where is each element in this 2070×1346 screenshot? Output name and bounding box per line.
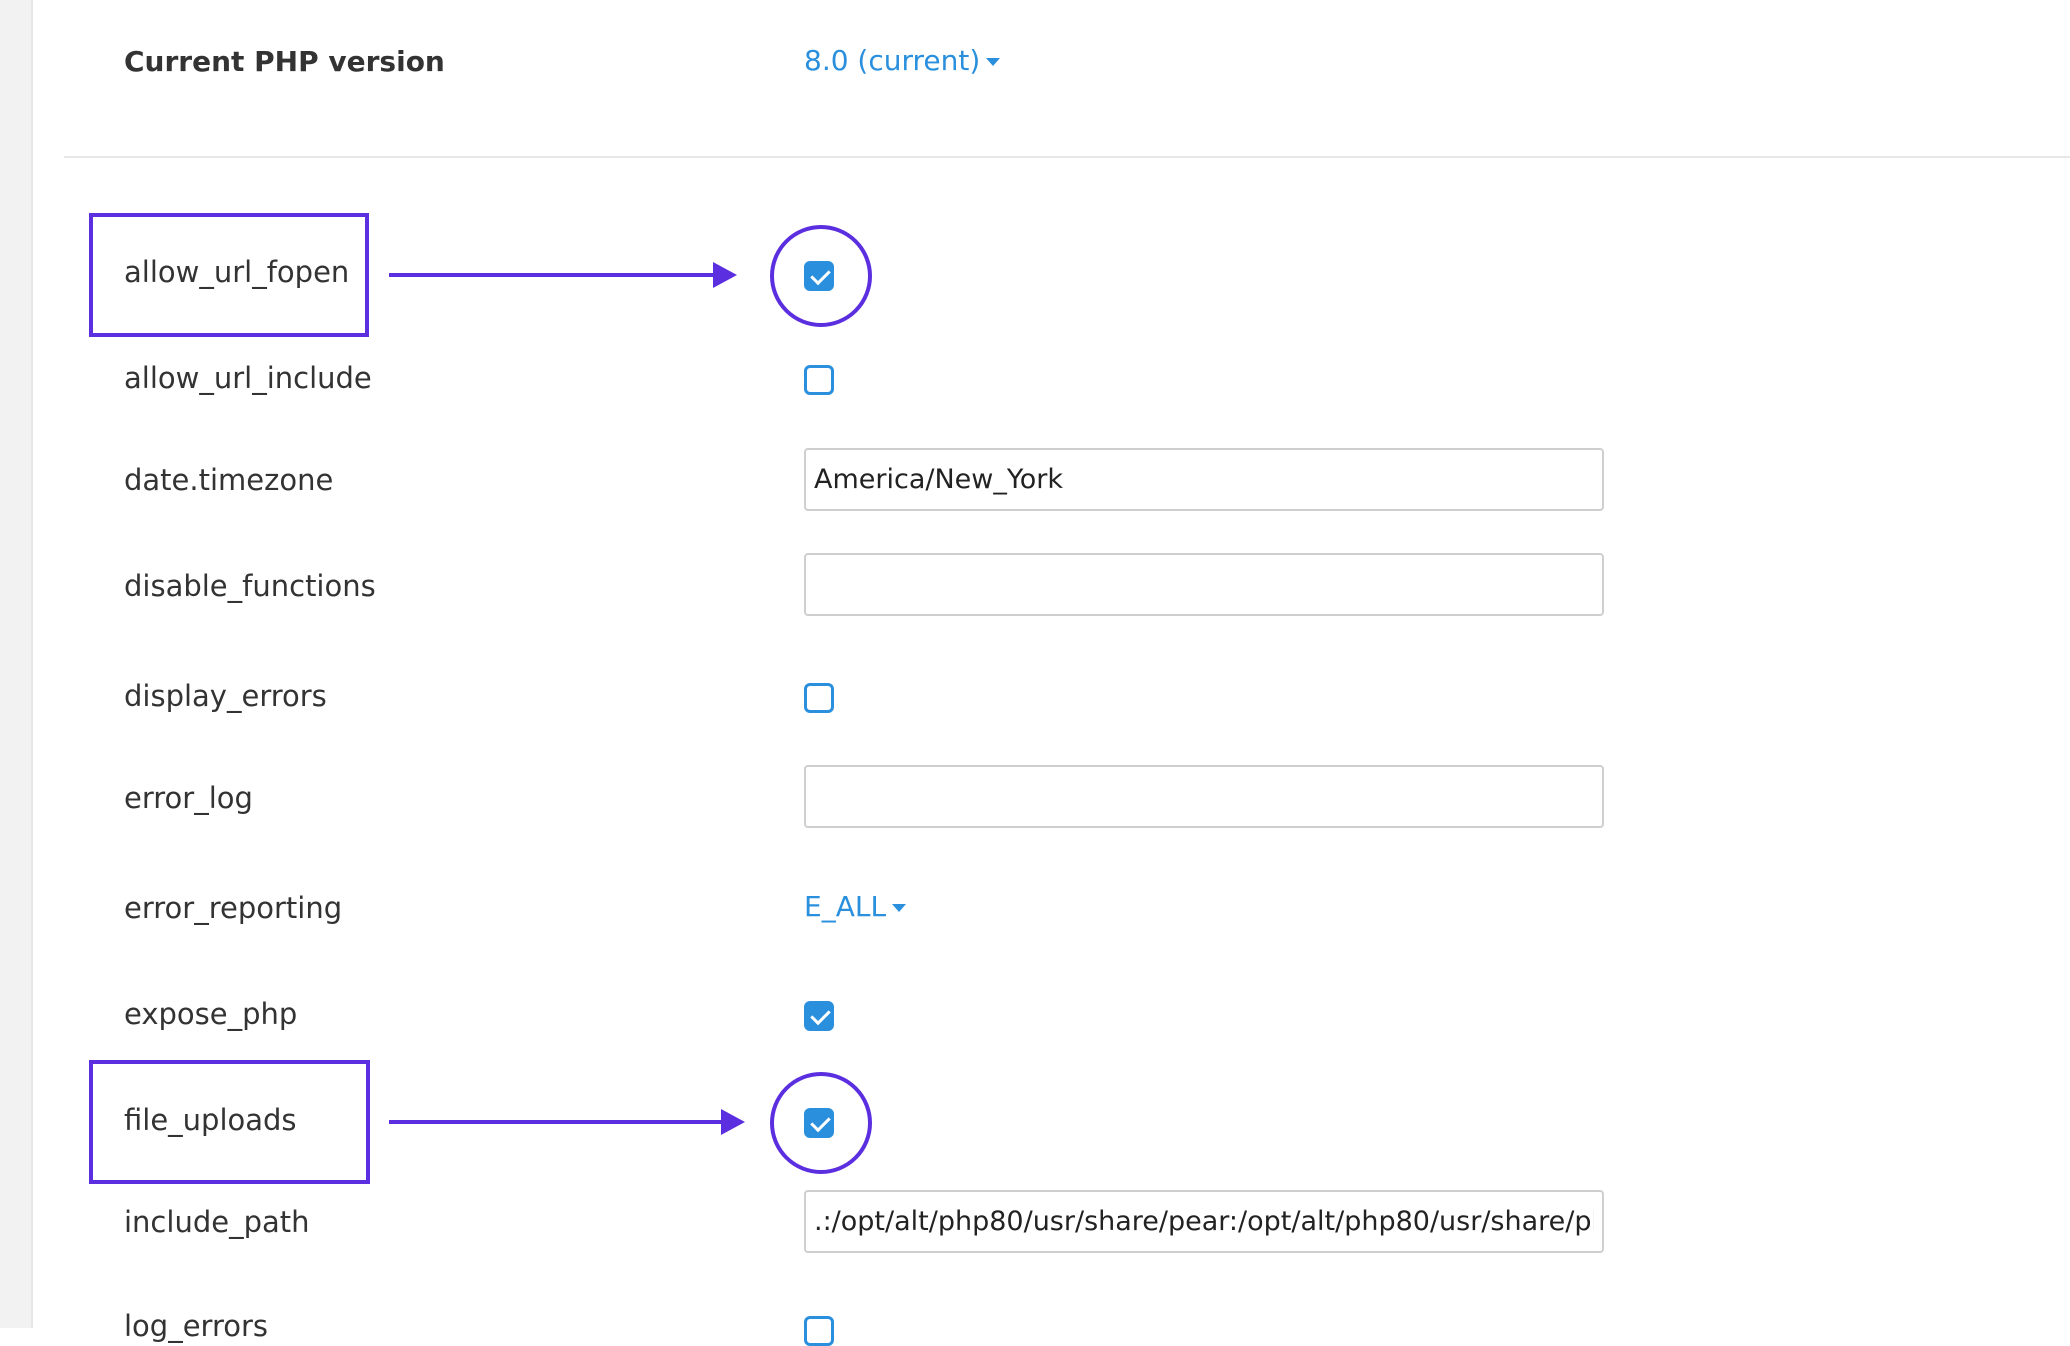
setting-label-display-errors: display_errors xyxy=(124,679,327,713)
log-errors-checkbox[interactable] xyxy=(804,1316,834,1346)
php-version-value: 8.0 (current) xyxy=(804,44,981,77)
highlight-circle-file-uploads xyxy=(770,1072,872,1174)
include-path-input[interactable] xyxy=(804,1190,1604,1253)
setting-label-include-path: include_path xyxy=(124,1205,310,1239)
caret-down-icon xyxy=(986,58,1001,66)
setting-label-allow-url-fopen: allow_url_fopen xyxy=(124,255,350,289)
setting-label-expose-php: expose_php xyxy=(124,997,298,1031)
allow-url-include-checkbox[interactable] xyxy=(804,365,834,395)
disable-functions-input[interactable] xyxy=(804,553,1604,616)
setting-label-date-timezone: date.timezone xyxy=(124,463,334,497)
highlight-circle-allow-url-fopen xyxy=(770,225,872,327)
setting-label-log-errors: log_errors xyxy=(124,1309,269,1343)
expose-php-checkbox[interactable] xyxy=(804,1001,834,1031)
setting-label-file-uploads: file_uploads xyxy=(124,1103,297,1137)
setting-label-error-reporting: error_reporting xyxy=(124,891,343,925)
highlight-box-allow-url-fopen xyxy=(89,213,369,337)
error-log-input[interactable] xyxy=(804,765,1604,828)
highlight-box-file-uploads xyxy=(89,1060,370,1184)
error-reporting-value: E_ALL xyxy=(804,890,887,923)
arrow-right-icon xyxy=(389,262,737,288)
arrow-right-icon xyxy=(389,1109,745,1135)
left-rail xyxy=(0,0,33,1328)
display-errors-checkbox[interactable] xyxy=(804,683,834,713)
setting-label-error-log: error_log xyxy=(124,781,253,815)
error-reporting-dropdown[interactable]: E_ALL xyxy=(804,889,907,925)
setting-label-allow-url-include: allow_url_include xyxy=(124,361,372,395)
section-divider xyxy=(64,156,2070,158)
date-timezone-input[interactable] xyxy=(804,448,1604,511)
php-version-dropdown[interactable]: 8.0 (current) xyxy=(804,43,1001,79)
setting-label-disable-functions: disable_functions xyxy=(124,569,376,603)
caret-down-icon xyxy=(892,904,907,912)
php-version-label: Current PHP version xyxy=(124,45,445,78)
